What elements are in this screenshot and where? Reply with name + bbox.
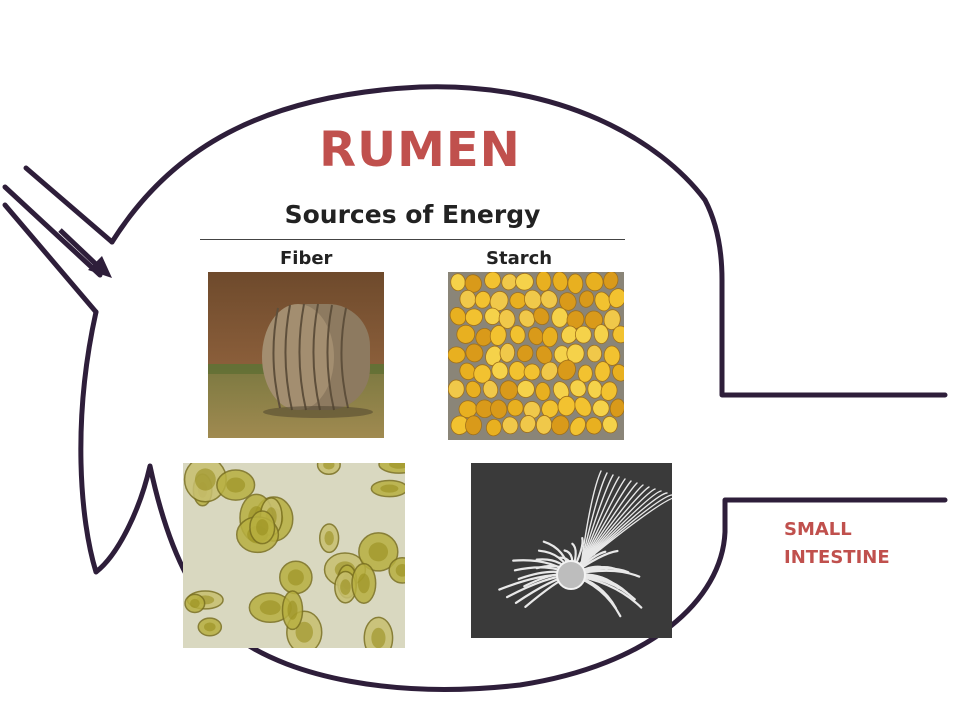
sources-of-energy-heading: Sources of Energy (284, 200, 541, 229)
arrow-icon (58, 228, 112, 278)
ciliate-sem-micrograph (471, 463, 672, 638)
starch-label: Starch (486, 248, 553, 269)
small-intestine-label: SMALL INTESTINE (784, 516, 890, 572)
small-intestine-line2: INTESTINE (784, 547, 890, 568)
protozoa-micrograph (183, 463, 405, 648)
corn-kernels-photo (448, 272, 624, 440)
fiber-label: Fiber (280, 248, 333, 269)
small-intestine-line1: SMALL (784, 519, 852, 540)
heading-underline (200, 239, 625, 240)
hay-bale-photo (208, 272, 384, 438)
rumen-title: RUMEN (319, 122, 521, 178)
